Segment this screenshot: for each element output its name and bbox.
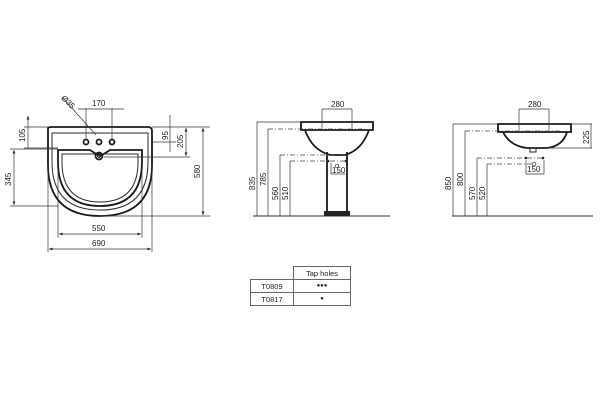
- pedestal-rim-height-label: 785: [259, 172, 268, 186]
- pedestal-fixing-spacing-label: 280: [331, 100, 345, 109]
- pedestal-supply-height-label: 560: [271, 186, 280, 200]
- rim-to-taps-label: 95: [161, 131, 170, 140]
- table-header-row: Tap holes: [250, 266, 351, 280]
- product-code: T0809: [250, 279, 294, 293]
- pedestal-waste-height-label: 510: [281, 186, 290, 200]
- wall-waste-offset-label: 150: [527, 165, 541, 174]
- bowl-width-label: 550: [92, 224, 106, 233]
- wall-rim-height-label: 800: [456, 172, 465, 186]
- product-code: T0817: [250, 292, 294, 306]
- pedestal-total-height-label: 835: [248, 176, 257, 190]
- tap-hole-center: [95, 138, 103, 146]
- bowl-outline: [57, 149, 143, 207]
- tap-holes-table: Tap holes T0809 ●●● T0817 ●: [250, 266, 351, 306]
- wall-hung-side-view: 280 225 850 800 570 520 150: [444, 100, 593, 217]
- basin-bowl: [304, 129, 370, 156]
- pedestal-side-view: 280 835 785 560 510 150: [248, 100, 390, 217]
- wall-waste-height-label: 520: [478, 186, 487, 200]
- tap-diameter-label: Ø35: [60, 94, 77, 111]
- total-depth-label: 580: [193, 164, 202, 178]
- basin-front-depth-label: 345: [4, 172, 13, 186]
- tap-holes-value: ●●●: [293, 279, 351, 293]
- tap-hole-right: [108, 138, 116, 146]
- waste-outlet: [94, 151, 104, 161]
- wall-basin-height-label: 225: [582, 130, 591, 144]
- table-row: T0817 ●: [250, 292, 351, 306]
- basin-top: [300, 121, 374, 131]
- rim-to-waste-label: 205: [176, 134, 185, 148]
- table-header: Tap holes: [293, 266, 351, 280]
- pedestal-base: [324, 211, 350, 216]
- basin-bowl-2: [502, 131, 568, 149]
- basin-rim-outline: [51, 132, 149, 211]
- tap-hole-left: [82, 138, 90, 146]
- top-to-taps-label: 105: [18, 128, 27, 142]
- tap-spacing-label: 170: [92, 99, 106, 108]
- total-width-label: 690: [92, 239, 106, 248]
- bowl-inner-outline: [61, 153, 139, 203]
- basin-top-2: [497, 123, 572, 133]
- wall-supply-height-label: 570: [468, 186, 477, 200]
- front-view: Ø35 170 105 345 95 205 580 550: [4, 94, 210, 252]
- table-row: T0809 ●●●: [250, 279, 351, 293]
- pedestal-waste-offset-label: 150: [332, 166, 346, 175]
- wall-fixing-spacing-label: 280: [528, 100, 542, 109]
- wall-total-height-label: 850: [444, 176, 453, 190]
- waste-2: [529, 147, 537, 153]
- tap-holes-value: ●: [293, 292, 351, 306]
